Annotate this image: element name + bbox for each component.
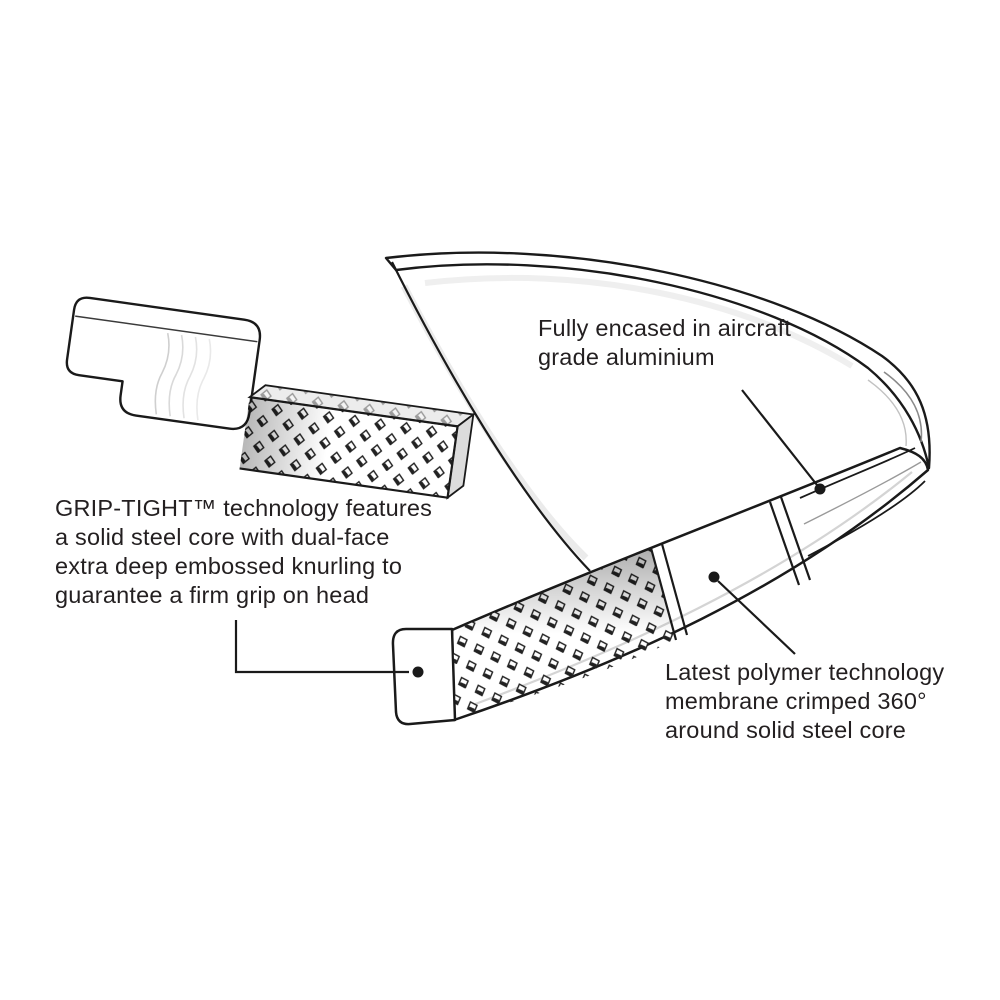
- callout-polymer-line: around solid steel core: [665, 717, 907, 743]
- callout-grip-text: GRIP-TIGHT™ technology features a solid …: [55, 494, 432, 610]
- callout-line-aluminium: [741, 389, 818, 486]
- knurl-shading: [453, 549, 676, 718]
- callout-dot-aluminium: [814, 483, 826, 495]
- hoop-far-rim: [384, 251, 931, 470]
- callout-polymer-line: Latest polymer technology: [665, 659, 945, 685]
- segment-dividers: [649, 496, 812, 641]
- callout-grip-line: a solid steel core with dual-face: [55, 524, 390, 550]
- callout-grip-line: GRIP-TIGHT™ technology features: [55, 495, 433, 521]
- core-top-face-knurl: [249, 385, 474, 427]
- interior-shading: [424, 274, 854, 369]
- knurl-shading: [239, 397, 458, 498]
- callout-line-grip: [234, 620, 409, 674]
- callout-connectors: [234, 389, 818, 674]
- knurled-bar-illustration: [65, 296, 476, 500]
- channel-lip-line: [75, 315, 258, 343]
- callout-aluminium-line: grade aluminium: [538, 344, 715, 370]
- steel-core-end-face: [391, 627, 457, 726]
- callout-grip-line: extra deep embossed knurling to: [55, 553, 403, 579]
- callout-line-polymer: [717, 580, 796, 655]
- callout-aluminium-line: Fully encased in aircraft: [538, 315, 792, 341]
- callout-aluminium-text: Fully encased in aircraft grade aluminiu…: [538, 314, 791, 372]
- callout-polymer-text: Latest polymer technology membrane crimp…: [665, 658, 944, 745]
- hoop-illustration: [384, 251, 931, 726]
- callout-grip-line: guarantee a firm grip on head: [55, 582, 370, 608]
- aluminium-channel-shell: [65, 296, 262, 431]
- channel-shading: [154, 332, 212, 421]
- callout-dot-polymer: [708, 571, 720, 583]
- callout-dot-grip: [412, 666, 424, 678]
- aluminium-channel-lines: [799, 371, 926, 557]
- callout-polymer-line: membrane crimped 360°: [665, 688, 927, 714]
- core-front-outline: [239, 396, 459, 499]
- callout-dots: [412, 483, 826, 678]
- hoop-interior-edge: [391, 261, 591, 572]
